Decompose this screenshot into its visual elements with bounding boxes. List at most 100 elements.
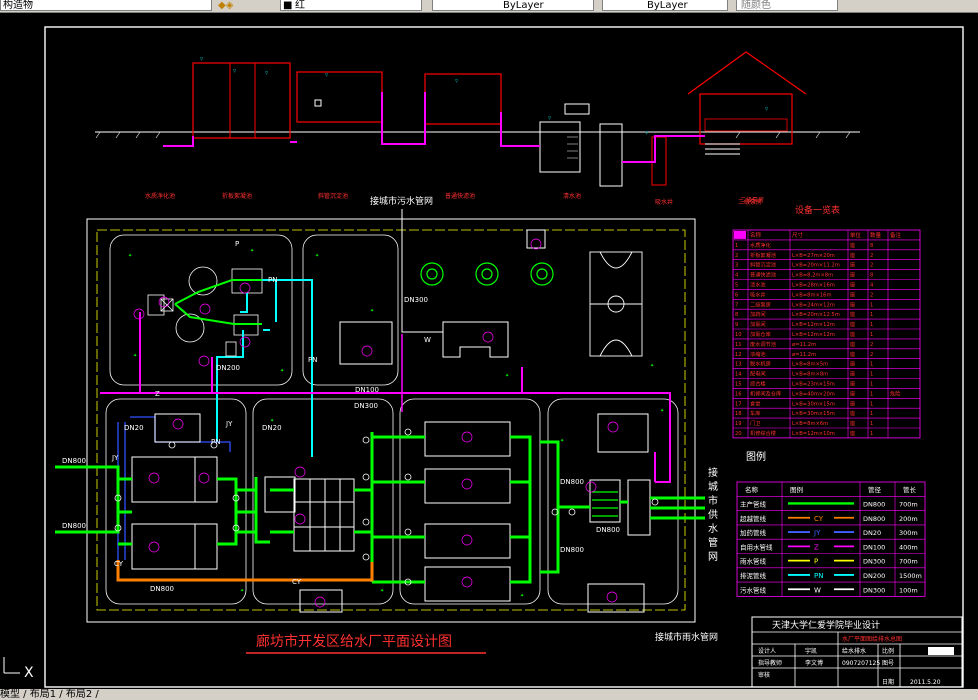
section-label-5: 清水池 <box>563 192 581 200</box>
table-cell: ø=11.2m <box>792 342 816 348</box>
tb-sheet: 图号 <box>882 660 894 667</box>
tb-date-label: 日期 <box>882 678 894 686</box>
legend-symbol: CY <box>814 515 824 523</box>
legend-length: 100m <box>899 586 918 594</box>
pipe-label-cy-a: CY <box>114 560 124 568</box>
lineweight-dropdown[interactable]: ByLayer <box>602 0 728 11</box>
tb-designer: 宇凯 <box>805 647 817 655</box>
table-cell: 座 <box>850 409 855 417</box>
table-cell: 18 <box>735 411 742 417</box>
table-cell: L×B=27m×20m <box>792 253 835 259</box>
layer-dropdown[interactable]: 构造物 <box>0 0 212 11</box>
table-cell: 16 <box>735 391 742 397</box>
pipe-label-w: W <box>424 336 431 344</box>
layout-tabs[interactable]: 模型 / 布局1 / 布局2 / <box>0 689 978 700</box>
table-cell: 座 <box>850 370 855 378</box>
tb-student-no: 0907207125 <box>842 660 880 667</box>
table-cell: 17 <box>735 401 742 407</box>
table-cell: 配电间 <box>750 370 766 378</box>
table-cell: 门卫 <box>750 419 760 427</box>
table-cell: 14 <box>735 372 742 378</box>
equipment-table-title: 设备一览表 <box>795 204 840 216</box>
legend-dn: DN800 <box>863 500 885 508</box>
table-cell: 1 <box>735 243 738 249</box>
site-plan: ✦✦✦ ✦✦✦ ✦✦✦ ✦✦✦ ✦✦ <box>55 195 718 654</box>
svg-text:✦: ✦ <box>505 373 509 379</box>
table-cell: L×B=24m×12m <box>792 302 835 308</box>
pipe-label-dn800-b: DN800 <box>62 522 86 530</box>
pipe-label-cy-b: CY <box>292 578 302 586</box>
table-cell: 7 <box>735 302 738 308</box>
pipe-label-pn-c: PN <box>211 438 220 446</box>
plotstyle-label: 随颜色 <box>741 0 771 11</box>
table-cell: 3 <box>735 263 738 269</box>
legend-header-cell: 名称 <box>745 485 759 494</box>
title-block-school: 天津大学仁爱学院毕业设计 <box>772 619 880 631</box>
table-cell: 折板絮凝池 <box>750 251 776 259</box>
legend-symbol: JY <box>813 529 821 537</box>
legend-length: 1500m <box>899 572 922 580</box>
table-cell: 20 <box>735 431 742 437</box>
table-cell: 机修间及仓库 <box>750 389 781 397</box>
pipe-label-dn20-a: DN20 <box>124 424 144 432</box>
legend-header-cell: 管径 <box>868 485 882 494</box>
table-cell: L×B=12m×12m <box>792 322 835 328</box>
legend-name: 主产管线 <box>740 499 767 508</box>
section-label-2: 折板絮凝池 <box>222 192 252 200</box>
layer-state-icon[interactable]: ◆◈ <box>218 0 234 11</box>
linetype-dropdown[interactable]: ByLayer <box>432 0 594 11</box>
pipe-label-dn20-b: DN20 <box>262 424 282 432</box>
svg-text:▽: ▽ <box>455 78 459 83</box>
table-cell: 座 <box>850 241 855 249</box>
table-cell: L×B=12m×12m <box>792 332 835 338</box>
table-cell: 脱水机房 <box>750 360 771 368</box>
table-cell: 二级泵房 <box>750 300 771 308</box>
svg-text:✦: ✦ <box>560 438 564 444</box>
table-cell: 1 <box>870 391 873 397</box>
table-cell: L×B=8m×8m <box>792 372 828 378</box>
table-cell: L×B=40m×20m <box>792 391 835 397</box>
svg-text:管: 管 <box>708 536 718 549</box>
pipe-label-dn300-a: DN300 <box>404 296 428 304</box>
svg-text:✦: ✦ <box>250 248 254 254</box>
table-cell: L×B=23m×15m <box>792 382 835 388</box>
lineweight-label: ByLayer <box>647 0 688 11</box>
color-dropdown[interactable]: ■ 红 <box>280 0 422 11</box>
table-cell: 6 <box>735 292 738 298</box>
svg-text:✦: ✦ <box>240 588 244 594</box>
ucs-icon: X <box>3 657 34 681</box>
table-cell: L×B=20m×11.2m <box>792 263 840 269</box>
legend-symbol: Z <box>814 543 819 551</box>
legend-header-cell: 图例 <box>790 485 803 494</box>
section-label-6: 吸水井 <box>655 198 673 206</box>
section-label-7: 二级泵房 <box>738 198 762 206</box>
svg-text:▽: ▽ <box>265 70 269 75</box>
table-cell: 13 <box>735 362 742 368</box>
svg-text:网: 网 <box>708 551 718 563</box>
svg-text:✦: ✦ <box>280 368 284 374</box>
table-cell: 10 <box>735 332 742 338</box>
table-cell: 座 <box>850 300 855 308</box>
table-cell: 8 <box>870 273 873 279</box>
section-label-1: 水质净化池 <box>145 192 175 200</box>
table-cell: 座 <box>850 340 855 348</box>
sewer-network-label: 接城市污水管网 <box>370 195 433 207</box>
legend-dn: DN300 <box>863 558 885 566</box>
plotstyle-dropdown[interactable]: 随颜色 <box>736 0 838 11</box>
legend-length: 700m <box>899 500 918 508</box>
table-cell: 1 <box>870 431 873 437</box>
table-cell: 8 <box>735 312 738 318</box>
table-cell: 2 <box>735 253 738 259</box>
table-cell: L×B=8m×16m <box>792 292 832 298</box>
linetype-label: ByLayer <box>503 0 544 11</box>
table-cell: L×B=28m×16m <box>792 283 835 289</box>
svg-text:▽: ▽ <box>233 68 237 73</box>
svg-text:✦: ✦ <box>133 353 137 359</box>
svg-text:✦: ✦ <box>650 363 654 369</box>
color-swatch-icon: ■ <box>283 0 293 11</box>
table-cell: 座 <box>850 350 855 358</box>
legend-name: 加药管线 <box>740 528 767 537</box>
properties-toolbar: 构造物 ◆◈ ■ 红 ByLayer ByLayer 随颜色 <box>0 0 978 13</box>
drawing-canvas[interactable]: ▽▽▽ ▽▽▽ ▽▽ 水质净化池 折板絮凝池 斜管沉淀池 普通快滤池 清水池 吸… <box>0 12 978 689</box>
